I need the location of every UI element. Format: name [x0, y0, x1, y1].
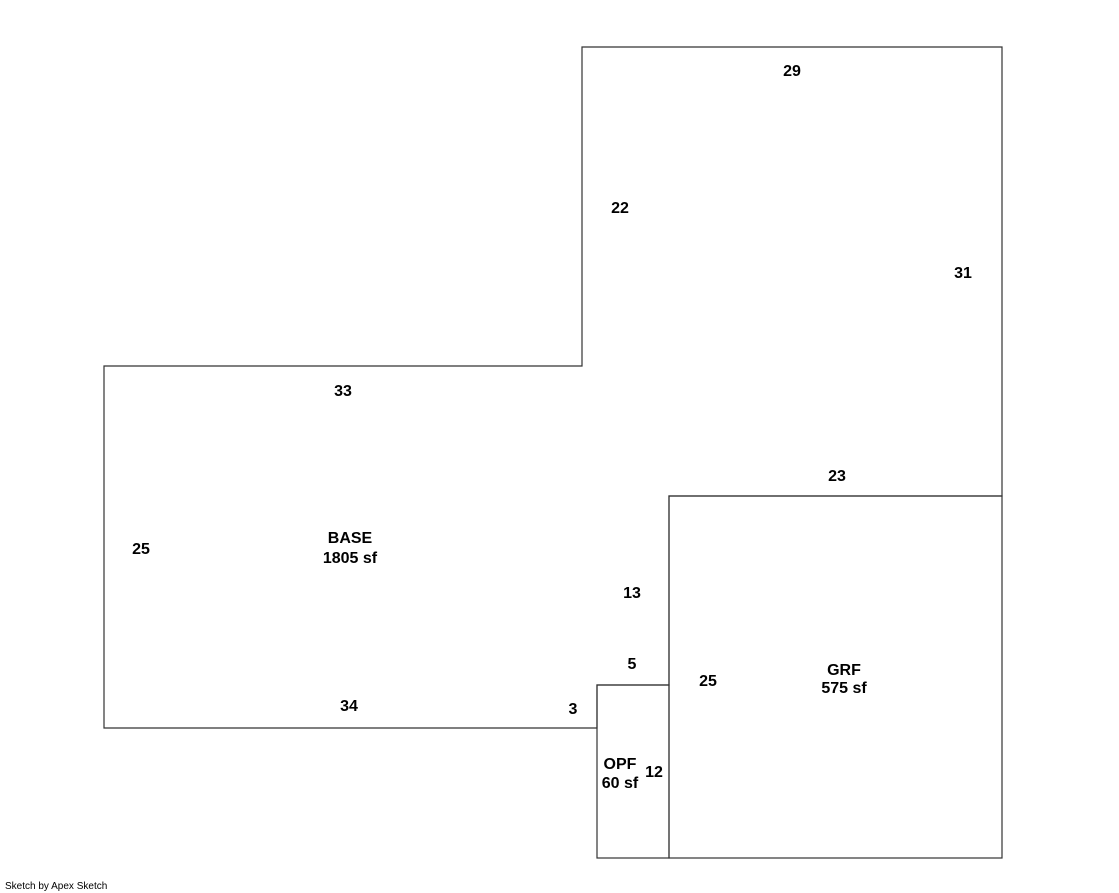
dim-opf-right: 12	[645, 764, 663, 781]
dim-bottom-step: 3	[569, 701, 578, 718]
dim-top-upper: 29	[783, 63, 801, 80]
grf-label: GRF	[827, 662, 861, 679]
base-size: 1805 sf	[323, 550, 378, 567]
dim-left-wall: 25	[132, 541, 150, 558]
dim-grf-top: 23	[828, 468, 846, 485]
dim-right-upper: 31	[954, 265, 972, 282]
base-outline	[103, 46, 1003, 729]
opf-size: 60 sf	[602, 775, 639, 792]
dim-top-left-wing: 33	[334, 383, 352, 400]
base-label: BASE	[328, 530, 373, 547]
opf-outline	[596, 684, 670, 859]
footer-credit: Sketch by Apex Sketch	[5, 881, 108, 892]
dim-grf-left: 25	[699, 673, 717, 690]
grf-size: 575 sf	[821, 680, 867, 697]
dim-opf-top: 5	[628, 656, 637, 673]
opf-label: OPF	[604, 756, 637, 773]
grf-outline	[668, 495, 1003, 859]
dim-left-upper: 22	[611, 200, 629, 217]
dim-bottom-left: 34	[340, 698, 358, 715]
dim-grf-left-upper: 13	[623, 585, 641, 602]
